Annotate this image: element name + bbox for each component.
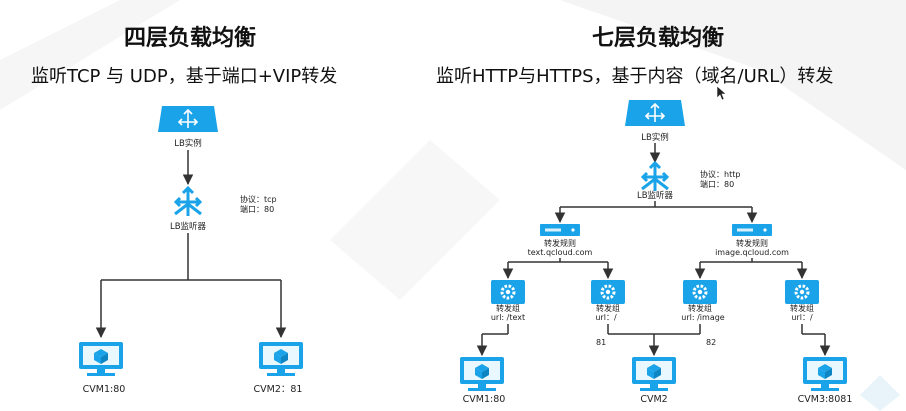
right-port-label: 端口：80 [700, 179, 734, 189]
left-port-label: 端口：80 [240, 204, 274, 214]
group4-label: 转发组 [790, 303, 814, 313]
rule2-label: 转发规则 [736, 238, 768, 248]
group4-url: url：/ [791, 313, 813, 322]
port-81-label: 81 [596, 338, 606, 347]
left-listener-label: LB监听器 [170, 221, 207, 232]
right-lb-instance-label: LB实例 [641, 132, 669, 143]
gear-icon [783, 278, 821, 306]
left-protocol-label: 协议：tcp [240, 194, 277, 204]
right-listener-icon [640, 161, 670, 193]
right-diagram: LB实例 LB监听器 协议：http 端口：80 转发规则 text.qclou… [460, 99, 853, 405]
group1-url: url: /text [491, 313, 525, 322]
left-cvm1-label: CVM1:80 [83, 384, 126, 395]
group2-label: 转发组 [596, 303, 620, 313]
monitor-icon [632, 357, 676, 391]
right-subtitle: 监听HTTP与HTTPS，基于内容（域名/URL）转发 [436, 66, 834, 87]
rule2-domain: image.qcloud.com [715, 248, 789, 257]
left-diagram: LB实例 LB监听器 协议：tcp 端口：80 CVM1:80 CVM2：81 [79, 105, 303, 395]
monitor-icon [259, 342, 303, 376]
left-lb-instance-label: LB实例 [174, 138, 202, 149]
mouse-cursor-icon [716, 85, 727, 101]
gear-icon [489, 278, 527, 306]
right-protocol-label: 协议：http [700, 169, 740, 179]
right-title: 七层负载均衡 [592, 26, 725, 51]
monitor-icon [79, 342, 123, 376]
lb-instance-icon [624, 99, 686, 127]
group2-url: url：/ [595, 313, 617, 322]
forwarding-rule-icon [732, 224, 772, 236]
monitor-icon [803, 357, 847, 391]
left-title: 四层负载均衡 [124, 26, 257, 51]
port-82-label: 82 [706, 338, 716, 347]
group1-label: 转发组 [496, 303, 520, 313]
lb-instance-icon [157, 105, 219, 133]
right-listener-label: LB监听器 [637, 190, 674, 201]
left-cvm2-label: CVM2：81 [254, 384, 303, 395]
right-cvm1-label: CVM1:80 [463, 394, 506, 405]
left-listener-icon [173, 186, 203, 218]
right-cvm3-label: CVM3:8081 [798, 394, 853, 405]
group3-url: url: /image [681, 313, 725, 322]
rule1-domain: text.qcloud.com [528, 248, 593, 257]
right-cvm2-label: CVM2 [640, 394, 667, 405]
gear-icon [589, 278, 627, 306]
rule1-label: 转发规则 [544, 238, 576, 248]
monitor-icon [460, 357, 504, 391]
group3-label: 转发组 [688, 303, 712, 313]
forwarding-rule-icon [540, 224, 580, 236]
left-subtitle: 监听TCP 与 UDP，基于端口+VIP转发 [31, 66, 338, 87]
gear-icon [681, 278, 719, 306]
